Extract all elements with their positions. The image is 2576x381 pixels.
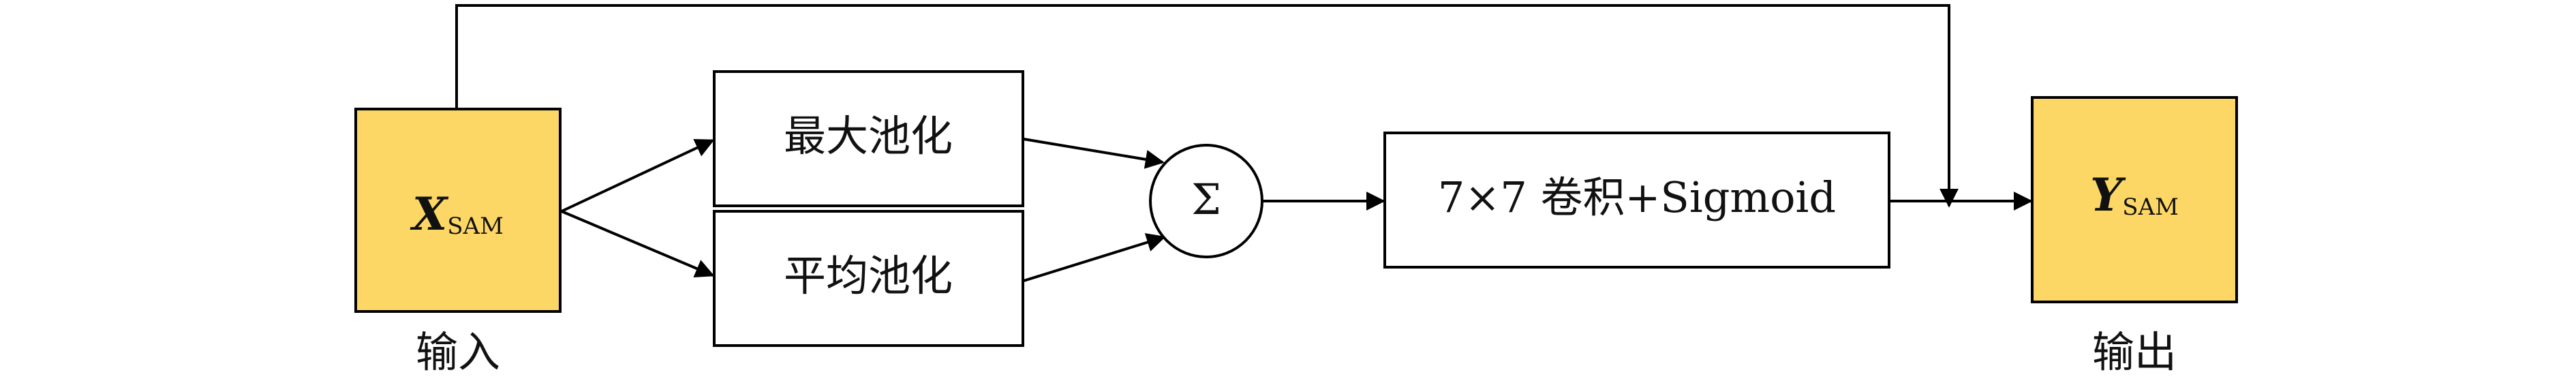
skip-connection xyxy=(455,4,1959,208)
arrow-maxpool-to-sum xyxy=(1023,138,1165,169)
arrow-avgpool-to-sum xyxy=(1023,233,1166,282)
conv-box xyxy=(1383,132,1890,269)
input-box xyxy=(354,108,562,313)
output-subscript: SAM xyxy=(2122,194,2179,221)
input-caption: 输入 xyxy=(416,327,500,377)
sum-symbol: Σ xyxy=(1191,174,1221,224)
input-label: XSAM xyxy=(410,187,504,241)
maxpool-box xyxy=(713,70,1024,207)
maxpool-label: 最大池化 xyxy=(784,111,953,161)
conv-label: 7×7 卷积+Sigmoid xyxy=(1438,172,1836,222)
output-symbol: Y xyxy=(2090,168,2126,222)
output-label: YSAM xyxy=(2090,168,2179,222)
input-symbol: X xyxy=(410,187,449,241)
input-subscript: SAM xyxy=(447,213,504,240)
avgpool-label: 平均池化 xyxy=(784,251,953,301)
arrow-input-to-maxpool xyxy=(561,139,715,213)
avgpool-box xyxy=(713,210,1024,347)
output-box xyxy=(2031,96,2238,303)
arrow-input-to-avgpool xyxy=(561,210,715,278)
output-caption: 输出 xyxy=(2092,327,2177,377)
